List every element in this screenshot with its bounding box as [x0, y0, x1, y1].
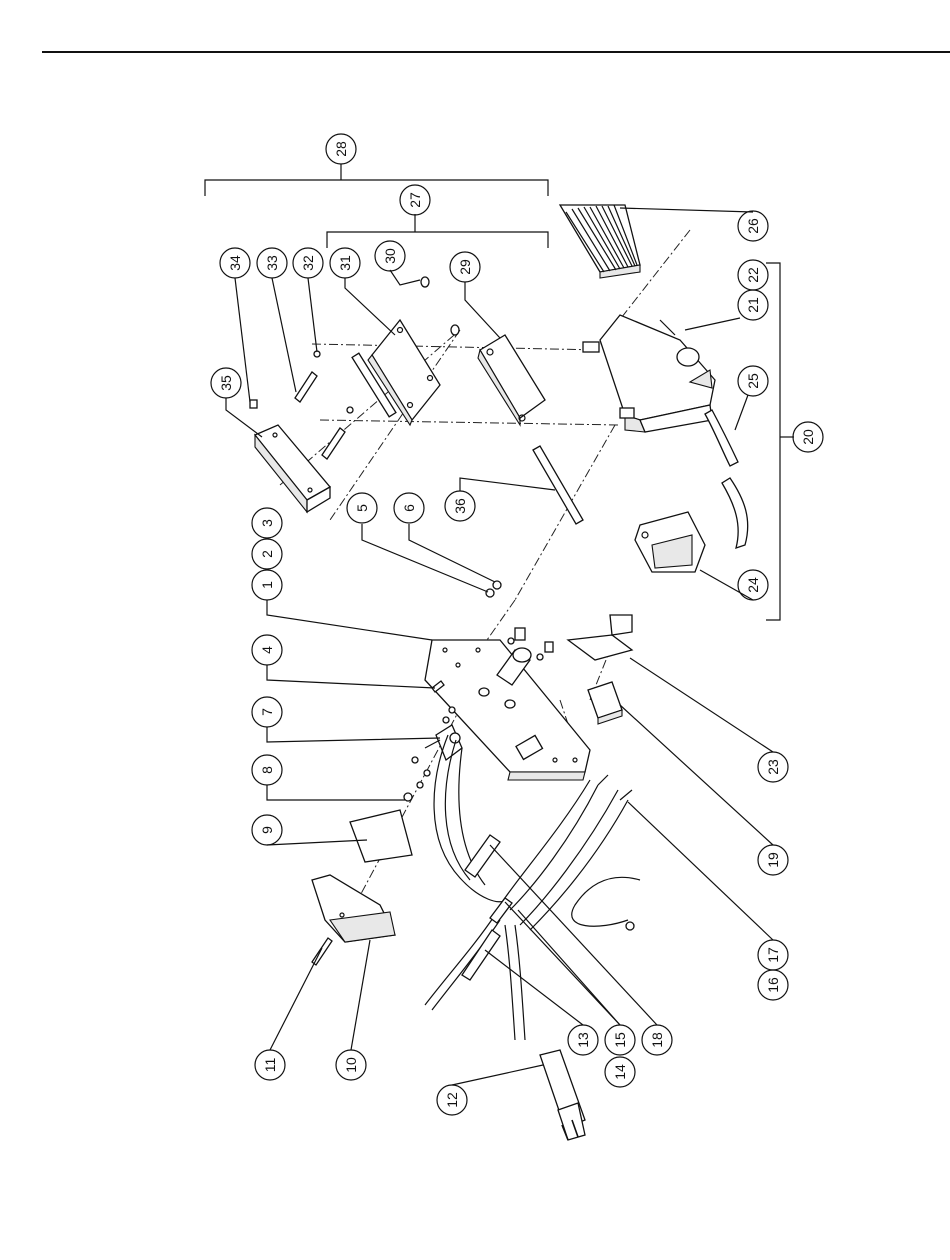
callout-label: 13 [575, 1032, 591, 1048]
callout-label: 16 [765, 977, 781, 993]
callout-29: 29 [450, 252, 480, 282]
part-24-bracket [635, 512, 705, 572]
callout-label: 36 [452, 498, 468, 514]
callout-14: 14 [605, 1057, 635, 1087]
callout-21: 21 [738, 290, 768, 320]
callout-10: 10 [336, 1050, 366, 1080]
callout-27: 27 [400, 185, 430, 215]
callout-label: 3 [259, 519, 275, 527]
callout-18: 18 [642, 1025, 672, 1055]
callout-label: 19 [765, 852, 781, 868]
part-34-nut [250, 400, 257, 408]
part-9-plate [350, 810, 412, 862]
callout-label: 30 [382, 248, 398, 264]
callout-2: 2 [252, 539, 282, 569]
callout-label: 2 [259, 550, 275, 558]
callout-12: 12 [437, 1085, 467, 1115]
callout-label: 21 [745, 297, 761, 313]
callout-label: 1 [259, 581, 275, 589]
part-12-power-plug [540, 1050, 585, 1140]
callout-label: 27 [407, 192, 423, 208]
callout-label: 22 [745, 267, 761, 283]
callout-label: 8 [259, 766, 275, 774]
callout-label: 31 [337, 255, 353, 271]
callout-label: 23 [765, 759, 781, 775]
callout-17: 17 [758, 940, 788, 970]
callout-label: 4 [259, 646, 275, 654]
bracket-28 [205, 164, 548, 196]
callout-label: 26 [745, 218, 761, 234]
part-21-22-housing [583, 315, 715, 432]
part-7-switch [425, 725, 462, 760]
part-30-screw [421, 277, 459, 335]
callout-label: 12 [444, 1092, 460, 1108]
callout-label: 7 [259, 708, 275, 716]
callout-5: 5 [347, 493, 377, 523]
callout-label: 32 [300, 255, 316, 271]
callout-7: 7 [252, 697, 282, 727]
part-32-washer [314, 351, 353, 413]
callout-4: 4 [252, 635, 282, 665]
callout-31: 31 [330, 248, 360, 278]
callout-label: 33 [264, 255, 280, 271]
callout-label: 9 [259, 826, 275, 834]
callout-label: 18 [649, 1032, 665, 1048]
callout-label: 17 [765, 947, 781, 963]
part-31-hinge-plate [352, 320, 440, 425]
part-13-sleeve [462, 930, 500, 980]
callout-label: 35 [218, 375, 234, 391]
callout-label: 25 [745, 373, 761, 389]
callout-30: 30 [375, 241, 405, 271]
callout-23: 23 [758, 752, 788, 782]
callout-33: 33 [257, 248, 287, 278]
callout-label: 15 [612, 1032, 628, 1048]
callout-3: 3 [252, 508, 282, 538]
callout-label: 6 [401, 504, 417, 512]
wire-harness [425, 735, 640, 1040]
part-33-pin [295, 372, 345, 459]
callout-24: 24 [738, 570, 768, 600]
bracket-20 [766, 263, 794, 620]
part-10-channel-bracket [312, 875, 395, 942]
callout-label: 28 [333, 141, 349, 157]
callout-label: 20 [800, 429, 816, 445]
callout-28: 28 [326, 134, 356, 164]
callout-label: 14 [612, 1064, 628, 1080]
callout-9: 9 [252, 815, 282, 845]
callout-8: 8 [252, 755, 282, 785]
part-18-sleeve [465, 835, 500, 877]
callout-16: 16 [758, 970, 788, 1000]
part-36-rod [533, 446, 583, 524]
callout-label: 10 [343, 1057, 359, 1073]
part-19-connector [588, 682, 622, 724]
callout-25: 25 [738, 366, 768, 396]
callout-34: 34 [220, 248, 250, 278]
callout-15: 15 [605, 1025, 635, 1055]
part-23-bracket [568, 615, 632, 660]
callout-20: 20 [793, 422, 823, 452]
part-35-block [255, 425, 330, 512]
callout-22: 22 [738, 260, 768, 290]
callout-32: 32 [293, 248, 323, 278]
part-16-17-terminals [598, 775, 634, 930]
callout-36: 36 [445, 491, 475, 521]
callout-26: 26 [738, 211, 768, 241]
callout-label: 5 [354, 504, 370, 512]
part-25-hose [705, 410, 748, 548]
callout-label: 29 [457, 259, 473, 275]
callout-11: 11 [255, 1050, 285, 1080]
callout-35: 35 [211, 368, 241, 398]
callout-label: 34 [227, 255, 243, 271]
bracket-27 [327, 214, 548, 248]
callout-label: 24 [745, 577, 761, 593]
callout-1: 1 [252, 570, 282, 600]
callout-13: 13 [568, 1025, 598, 1055]
callout-19: 19 [758, 845, 788, 875]
callout-label: 11 [262, 1058, 278, 1073]
callout-6: 6 [394, 493, 424, 523]
leader-lines [226, 164, 773, 1085]
part-26-heater-fins [560, 205, 640, 278]
